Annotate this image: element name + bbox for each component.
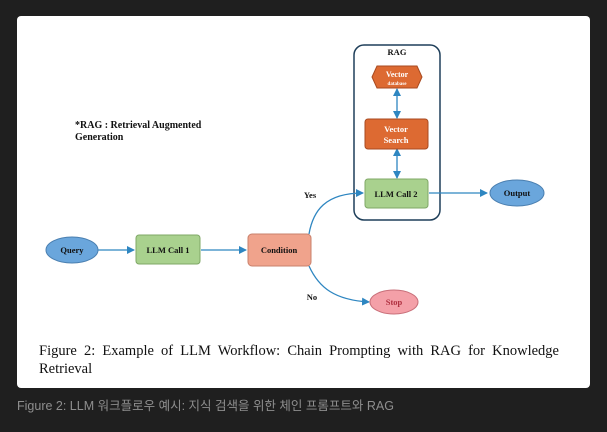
- rag-note-line-2: Generation: [75, 132, 124, 143]
- edge-condition-to-llm2: [308, 189, 364, 235]
- llm-call-1-node: [135, 234, 201, 265]
- vector-database-label-line2: database: [388, 82, 408, 87]
- query-label: Query: [60, 245, 84, 255]
- rag-note-line-1: *RAG : Retrieval Augmented: [75, 120, 202, 131]
- rag-definition-note: *RAG : Retrieval Augmented Generation: [75, 120, 245, 144]
- figure-caption: Figure 2: Example of LLM Workflow: Chain…: [39, 343, 559, 377]
- edge-condition-to-stop: [308, 265, 370, 306]
- rag-group-label: RAG: [388, 47, 407, 57]
- workflow-diagram: RAG Yes No Query LLM Call 1 Condition LL…: [45, 44, 545, 315]
- llm-call-2-label: LLM Call 2: [375, 189, 418, 199]
- output-node: [489, 179, 545, 207]
- figure-card: RAG Yes No Query LLM Call 1 Condition LL…: [17, 16, 590, 388]
- llm-call-2-node: [364, 178, 429, 209]
- stop-node: [369, 289, 419, 315]
- vector-database-node: [371, 65, 423, 89]
- llm-call-1-label: LLM Call 1: [147, 245, 190, 255]
- vector-search-node: [364, 118, 429, 150]
- vector-search-label-line1: Vector: [384, 124, 408, 134]
- rag-group-box: [353, 44, 441, 221]
- condition-node: [247, 233, 312, 267]
- condition-label: Condition: [261, 245, 298, 255]
- vector-database-label-line1: Vector: [386, 70, 409, 79]
- vector-search-label-line2: Search: [384, 135, 409, 145]
- output-label: Output: [504, 188, 531, 198]
- outer-caption: Figure 2: LLM 워크플로우 예시: 지식 검색을 위한 체인 프롬프…: [17, 399, 394, 413]
- edge-label-yes: Yes: [304, 190, 317, 200]
- query-node: [45, 236, 99, 264]
- stop-label: Stop: [386, 297, 403, 307]
- edge-label-no: No: [307, 292, 317, 302]
